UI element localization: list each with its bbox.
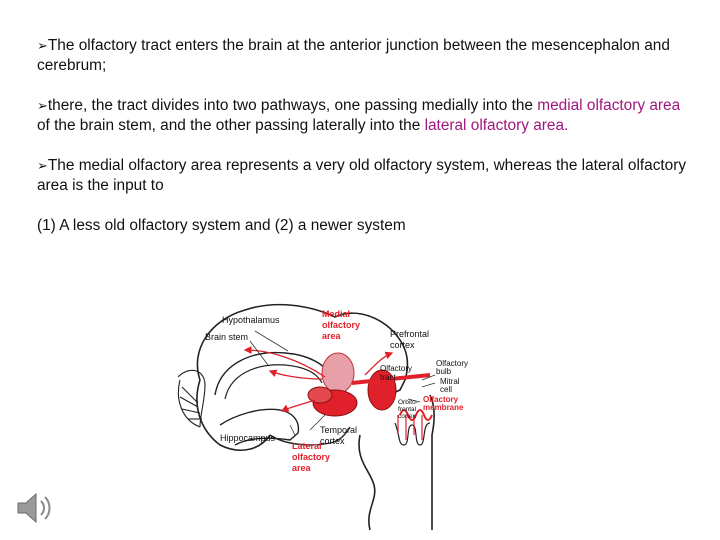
speaker-icon[interactable] — [14, 488, 58, 528]
corpus-curve-inner — [224, 364, 323, 400]
label-temporal-1: Temporal — [320, 425, 357, 435]
label-medial-area-1: Medial — [322, 309, 350, 319]
label-medial-area-2: olfactory — [322, 320, 360, 330]
paragraph-3-text: The medial olfactory area represents a v… — [37, 157, 687, 194]
label-mitral-1: Mitral — [440, 377, 460, 386]
paragraph-1: ➢The olfactory tract enters the brain at… — [37, 36, 697, 76]
paragraph-2: ➢there, the tract divides into two pathw… — [37, 96, 697, 136]
label-temporal-2: cortex — [320, 436, 345, 446]
corpus-curve — [214, 351, 331, 396]
lateral-olfactory-area-shape-2 — [307, 386, 333, 404]
label-olfactory-bulb-1: Olfactory — [436, 359, 468, 368]
paragraph-2-period: . — [564, 117, 569, 134]
label-orbitofrontal-3: cortex — [398, 413, 416, 420]
brain-outline — [196, 303, 409, 395]
medial-olfactory-area-shape — [321, 352, 355, 394]
paragraph-4-text: (1) A less old olfactory system and (2) … — [37, 217, 406, 234]
paragraph-4: (1) A less old olfactory system and (2) … — [37, 216, 697, 236]
olfactory-epithelium — [394, 422, 431, 446]
paragraph-2-part1: there, the tract divides into two pathwa… — [47, 97, 538, 114]
brain-stem-shape — [219, 408, 300, 446]
arrow-to-hypothalamus — [243, 346, 326, 378]
arrow-to-brain-stem — [268, 369, 323, 380]
cerebellum — [177, 369, 206, 428]
text-block: ➢The olfactory tract enters the brain at… — [37, 36, 697, 256]
bullet-arrow-icon: ➢ — [37, 98, 48, 113]
temporal-lobe-outline — [269, 426, 351, 446]
head-profile — [358, 434, 376, 530]
label-orbitofrontal-2: frontal — [398, 406, 417, 413]
label-hippocampus: Hippocampus — [220, 433, 276, 443]
olfactory-pathway-diagram: Hypothalamus Brain stem Prefrontal corte… — [177, 303, 468, 530]
label-olfactory-membrane-2: membrane — [423, 403, 464, 412]
label-olfactory-tract-1: Olfactory — [380, 364, 412, 373]
paragraph-3: ➢The medial olfactory area represents a … — [37, 156, 697, 196]
arrow-to-hippocampus — [280, 399, 316, 412]
arrow-to-prefrontal — [364, 351, 394, 376]
label-olfactory-tract-2: tract — [380, 373, 396, 382]
lateral-olfactory-area-highlight: lateral olfactory area — [424, 117, 565, 134]
label-lateral-area-3: area — [292, 463, 312, 473]
label-lateral-area-1: Lateral — [292, 441, 322, 451]
medial-olfactory-area-highlight: medial olfactory area — [537, 97, 681, 114]
label-lateral-area-2: olfactory — [292, 452, 330, 462]
label-olfactory-membrane-1: Olfactory — [423, 395, 459, 404]
brain-outline-lower — [196, 379, 271, 451]
olfactory-membrane-shape — [399, 409, 433, 421]
label-orbitofrontal-1: Orbito- — [398, 399, 418, 406]
label-olfactory-bulb-2: bulb — [436, 367, 452, 376]
label-brain-stem: Brain stem — [205, 332, 248, 342]
label-mitral-2: cell — [440, 385, 452, 394]
paragraph-2-part2: of the brain stem, and the other passing… — [37, 117, 425, 134]
olfactory-membrane-cells — [397, 415, 423, 440]
paragraph-1-text: The olfactory tract enters the brain at … — [37, 37, 670, 74]
bullet-arrow-icon: ➢ — [37, 158, 48, 173]
leader-lines — [249, 330, 436, 436]
label-prefrontal-2: cortex — [390, 340, 415, 350]
label-prefrontal-1: Prefrontal — [390, 329, 429, 339]
label-hypothalamus: Hypothalamus — [222, 315, 280, 325]
label-medial-area-3: area — [322, 331, 342, 341]
bullet-arrow-icon: ➢ — [37, 38, 48, 53]
nose-profile — [429, 394, 435, 530]
olfactory-tract — [351, 373, 431, 385]
